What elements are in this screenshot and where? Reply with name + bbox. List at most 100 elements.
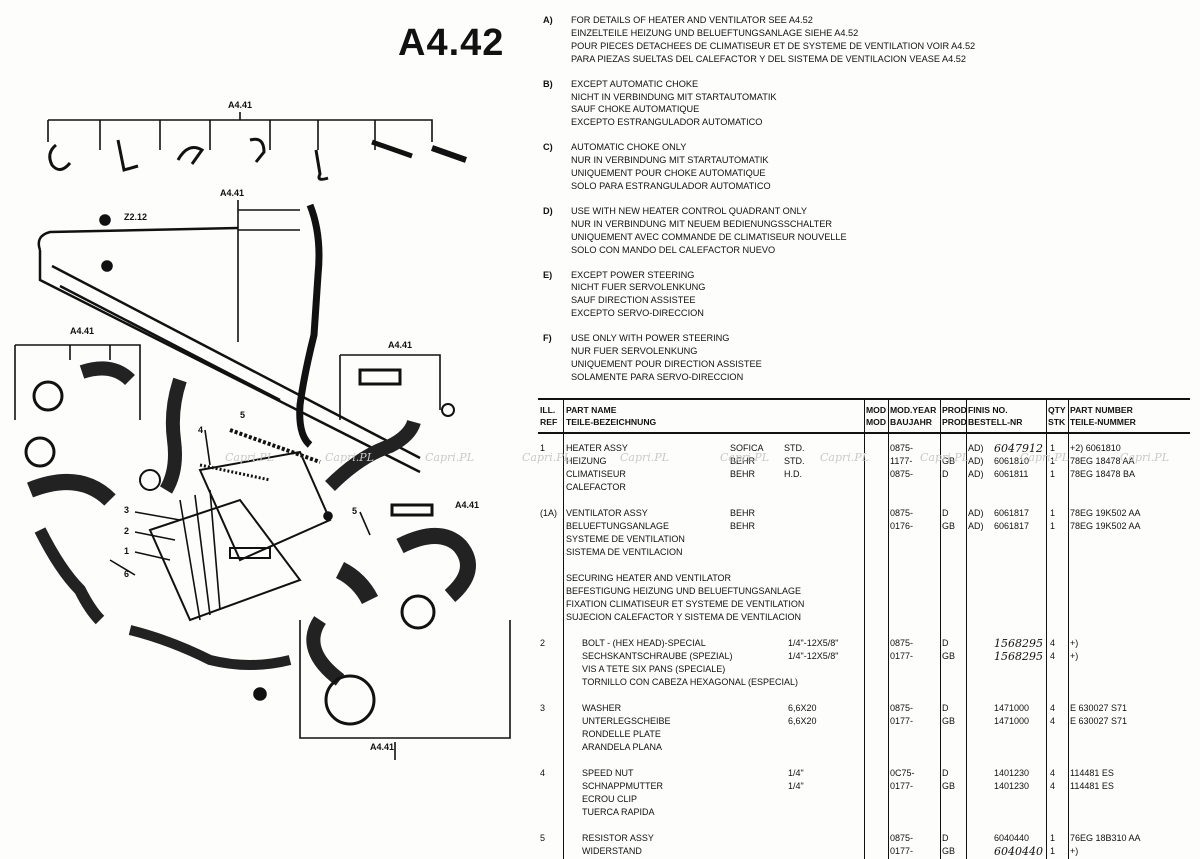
hdr-part-name-de: TEILE-BEZEICHNUNG: [566, 417, 657, 427]
cell-part-number: +): [1070, 846, 1079, 856]
cell-part-name: WASHER: [582, 703, 622, 713]
cell-qty: 1: [1050, 469, 1056, 479]
cell-mod-year: 0177-: [890, 781, 914, 791]
cell-qty: 1: [1050, 443, 1056, 453]
cell-spec: BEHR: [730, 521, 756, 531]
cell-spec: BEHR: [730, 508, 756, 518]
callout-1: 1: [124, 546, 130, 556]
cell-prod: GB: [942, 456, 956, 466]
cell-finis-no: 1568295: [994, 637, 1043, 650]
cell-ill-ref: 3: [540, 703, 546, 713]
cell-part-name: HEATER ASSY: [566, 443, 628, 453]
note-line: EXCEPT AUTOMATIC CHOKE: [571, 78, 699, 89]
cell-mod-year: 0177-: [890, 846, 914, 856]
note-line: EXCEPTO SERVO-DIRECCION: [571, 308, 704, 319]
note-key: D): [543, 205, 553, 216]
cell-part-number: E 630027 S71: [1070, 716, 1128, 726]
cell-part-number: 78EG 19K502 AA: [1070, 508, 1141, 518]
watermark: Capri.PL: [820, 451, 869, 464]
cell-part-name: RESISTOR ASSY: [582, 833, 654, 843]
cell-spec: 1/4"-12X5/8": [788, 638, 839, 648]
ref-left-label: A4.41: [70, 326, 95, 336]
ref-right-label: A4.41: [388, 340, 413, 350]
note-line: POUR PIECES DETACHEES DE CLIMATISEUR ET …: [571, 40, 976, 51]
note-line: NUR FUER SERVOLENKUNG: [571, 346, 698, 357]
cell-footnote-tag: AD): [968, 456, 984, 466]
cell-part-name: SPEED NUT: [582, 768, 634, 778]
cell-footnote-tag: AD): [968, 443, 984, 453]
cell-part-name: WIDERSTAND: [582, 846, 642, 856]
col-divider: [563, 398, 564, 859]
callout-3: 3: [124, 505, 130, 515]
cell-part-number: 78EG 19K502 AA: [1070, 521, 1141, 531]
securing-heading: SUJECION CALEFACTOR Y SISTEMA DE VENTILA…: [566, 612, 802, 622]
cell-qty: 4: [1050, 703, 1056, 713]
cell-finis-no: 6040440: [994, 833, 1030, 843]
watermark: Capri.PL: [920, 451, 969, 464]
note-line: NICHT IN VERBINDUNG MIT STARTAUTOMATIK: [571, 91, 777, 102]
hdr-mod-2: MOD: [866, 417, 887, 427]
cell-qty: 1: [1050, 508, 1056, 518]
cell-mod-year: 0177-: [890, 716, 914, 726]
note-d: D) USE WITH NEW HEATER CONTROL QUADRANT O…: [543, 205, 1103, 257]
watermark: Capri.PL: [425, 451, 474, 464]
cell-part-number: 114481 ES: [1070, 781, 1114, 791]
cell-finis-no: 6040440: [994, 845, 1043, 858]
note-key: F): [543, 333, 552, 344]
cell-ill-ref: 1: [540, 443, 546, 453]
watermark: Capri.PL: [225, 451, 274, 464]
cell-part-name: VIS A TETE SIX PANS (SPECIALE): [582, 664, 726, 674]
ref-5-label: 5: [352, 506, 358, 516]
note-line: EXCEPTO ESTRANGULADOR AUTOMATICO: [571, 117, 763, 128]
diagram-lines: [14, 112, 511, 760]
cell-qty: 4: [1050, 638, 1056, 648]
cell-part-name: HEIZUNG: [566, 456, 607, 466]
hdr-qty-2: STK: [1048, 417, 1066, 427]
callout-2: 2: [124, 526, 130, 536]
callout-5: 5: [240, 410, 246, 420]
cell-mod-year: 0177-: [890, 651, 914, 661]
ref-right-low-label: A4.41: [455, 500, 480, 510]
cell-ill-ref: 4: [540, 768, 546, 778]
col-divider: [966, 398, 967, 859]
note-line: SAUF DIRECTION ASSISTEE: [571, 295, 696, 306]
hdr-ill: ILL.: [540, 405, 556, 415]
cell-mod-year: 0875-: [890, 508, 914, 518]
cell-qty: 1: [1050, 833, 1056, 843]
cell-prod: GB: [942, 781, 956, 791]
hdr-qty: QTY: [1048, 405, 1066, 415]
cell-finis-no: 1568295: [994, 650, 1043, 663]
cell-qty: 4: [1050, 716, 1056, 726]
hdr-part-number: PART NUMBER: [1070, 405, 1133, 415]
cell-model: STD.: [784, 443, 805, 453]
cell-part-name: BOLT - (HEX HEAD)-SPECIAL: [582, 638, 706, 648]
cell-finis-no: 1401230: [994, 768, 1030, 778]
cell-mod-year: 0875-: [890, 833, 914, 843]
cell-prod: D: [942, 508, 949, 518]
cell-finis-no: 6047912: [994, 442, 1043, 455]
cell-spec: BEHR: [730, 456, 756, 466]
note-lines: EXCEPT AUTOMATIC CHOKE NICHT IN VERBINDUN…: [571, 78, 1103, 130]
watermark: Capri.PL: [1020, 451, 1069, 464]
note-line: SAUF CHOKE AUTOMATIQUE: [571, 104, 700, 115]
cell-part-name: ECROU CLIP: [582, 794, 638, 804]
cell-qty: 4: [1050, 781, 1056, 791]
note-line: UNIQUEMENT AVEC COMMANDE DE CLIMATISEUR …: [571, 231, 847, 242]
ref-z212-label: Z2.12: [124, 212, 148, 222]
cell-spec: 6,6X20: [788, 716, 817, 726]
hdr-ref: REF: [540, 417, 558, 427]
cell-ill-ref: 5: [540, 833, 546, 843]
cell-prod: GB: [942, 651, 956, 661]
note-line: NICHT FUER SERVOLENKUNG: [571, 282, 706, 293]
securing-heading: BEFESTIGUNG HEIZUNG UND BELUEFTUNGSANLAG…: [566, 586, 802, 596]
cell-part-number: E 630027 S71: [1070, 703, 1128, 713]
note-line: USE WITH NEW HEATER CONTROL QUADRANT ONL…: [571, 205, 807, 216]
heater-diagram-svg: [14, 112, 511, 760]
note-key: A): [543, 15, 553, 25]
hdr-finis: FINIS NO.: [968, 405, 1008, 415]
